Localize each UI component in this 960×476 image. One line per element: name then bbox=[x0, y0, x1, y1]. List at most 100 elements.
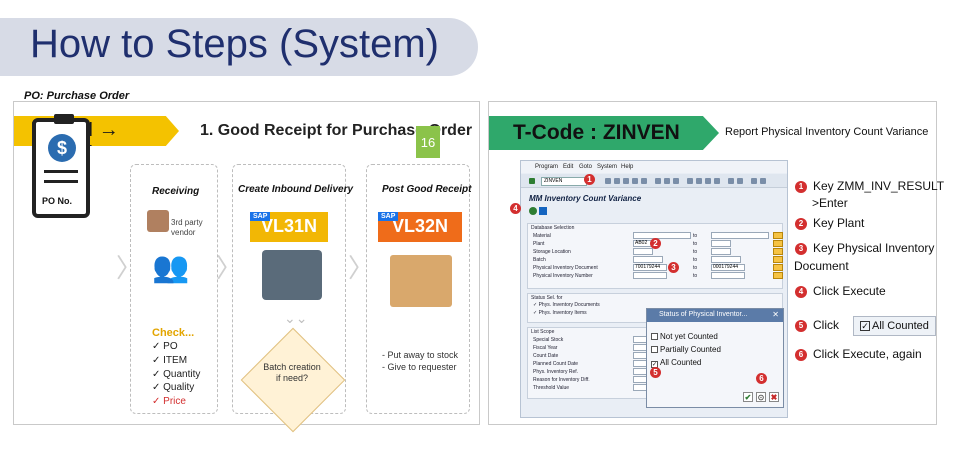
toolbar-icon[interactable] bbox=[605, 178, 611, 184]
toolbar-icon[interactable] bbox=[687, 178, 693, 184]
toolbar-icon[interactable] bbox=[705, 178, 711, 184]
help-icon[interactable] bbox=[751, 178, 757, 184]
to-label: to bbox=[693, 241, 698, 247]
multiple-selection-icon[interactable] bbox=[773, 256, 783, 263]
menu-item[interactable]: Edit bbox=[563, 164, 574, 170]
toolbar-icon[interactable] bbox=[714, 178, 720, 184]
toolbar-icon[interactable] bbox=[696, 178, 702, 184]
toolbar-icon[interactable] bbox=[641, 178, 647, 184]
material-to-input[interactable] bbox=[711, 232, 769, 239]
status-checkbox[interactable]: ✓ Phys. Inventory Documents bbox=[533, 302, 600, 308]
to-label: to bbox=[693, 233, 698, 239]
section-title: List Scope bbox=[531, 329, 555, 335]
menu-item[interactable]: Help bbox=[621, 164, 634, 170]
doc-from-input[interactable]: 700179244 bbox=[633, 264, 667, 271]
menu-item[interactable]: Program bbox=[535, 164, 559, 170]
toolbar-icon[interactable] bbox=[632, 178, 638, 184]
scope-input[interactable] bbox=[633, 352, 647, 359]
toolbar-icon[interactable] bbox=[623, 178, 629, 184]
plant-to-input[interactable] bbox=[711, 240, 731, 247]
execute-icon[interactable] bbox=[529, 207, 537, 215]
confirm-check-icon[interactable]: ✔ bbox=[743, 392, 753, 402]
check-item: ✓ Price bbox=[152, 396, 186, 407]
vl31n-label: VL31N bbox=[260, 216, 318, 236]
toolbar-icon[interactable] bbox=[655, 178, 661, 184]
execute-clock-icon[interactable]: ⊙ bbox=[756, 392, 766, 402]
checkbox[interactable] bbox=[651, 333, 658, 340]
sap-logo-icon: SAP bbox=[378, 212, 399, 221]
vl31n-button[interactable]: SAP VL31N bbox=[250, 212, 328, 242]
multiple-selection-icon[interactable] bbox=[773, 264, 783, 271]
menu-item[interactable]: System bbox=[597, 164, 618, 170]
page-title: How to Steps (System) bbox=[30, 22, 440, 66]
vl32n-button[interactable]: SAP VL32N bbox=[378, 212, 462, 242]
check-item: ✓ Quality bbox=[152, 382, 195, 393]
scope-input[interactable] bbox=[633, 336, 647, 343]
option-all-counted[interactable]: ✓All Counted bbox=[651, 358, 701, 368]
field-label: Batch bbox=[533, 257, 546, 263]
scope-input[interactable] bbox=[633, 360, 647, 367]
batch-to-input[interactable] bbox=[711, 256, 741, 263]
sap-logo-icon: SAP bbox=[250, 212, 271, 221]
po-title: PO: Purchase Order bbox=[24, 90, 130, 102]
sloc-to-input[interactable] bbox=[711, 248, 731, 255]
cancel-x-icon[interactable]: ✖ bbox=[769, 392, 779, 402]
scope-input[interactable] bbox=[633, 376, 647, 383]
multiple-selection-icon[interactable] bbox=[773, 272, 783, 279]
scope-input[interactable] bbox=[633, 384, 647, 391]
field-label: Fiscal Year bbox=[533, 345, 558, 351]
settings-icon[interactable] bbox=[760, 178, 766, 184]
inbound-title: Create Inbound Delivery bbox=[238, 184, 354, 195]
all-counted-label: All Counted bbox=[872, 320, 929, 332]
multiple-selection-icon[interactable] bbox=[773, 248, 783, 255]
option-partially-counted[interactable]: Partially Counted bbox=[651, 345, 721, 354]
step-text: Click Execute, again bbox=[813, 347, 922, 361]
scope-input[interactable] bbox=[633, 344, 647, 351]
option-label: All Counted bbox=[660, 358, 702, 367]
num-from-input[interactable] bbox=[633, 272, 667, 279]
sloc-from-input[interactable] bbox=[633, 248, 653, 255]
to-label: to bbox=[693, 273, 698, 279]
close-icon[interactable]: ✕ bbox=[772, 310, 779, 319]
step-item: Document bbox=[794, 258, 849, 274]
toolbar-icon[interactable] bbox=[673, 178, 679, 184]
receiving-title: Receiving bbox=[152, 186, 200, 197]
info-icon[interactable] bbox=[539, 207, 547, 215]
worker-computer-icon bbox=[262, 250, 322, 300]
multiple-selection-icon[interactable] bbox=[773, 240, 783, 247]
field-label: Special Stock bbox=[533, 337, 564, 343]
num-to-input[interactable] bbox=[711, 272, 745, 279]
toolbar-icon[interactable] bbox=[614, 178, 620, 184]
scope-input[interactable] bbox=[633, 368, 647, 375]
to-label: to bbox=[693, 257, 698, 263]
menu-item[interactable]: Goto bbox=[579, 164, 593, 170]
field-label: Reason for Inventory Diff. bbox=[533, 377, 590, 383]
step-marker: 5 bbox=[650, 367, 661, 378]
step-text: Key ZMM_INV_RESULT bbox=[813, 179, 945, 193]
all-counted-example: ✓All Counted bbox=[853, 316, 936, 336]
step-marker: 6 bbox=[756, 373, 767, 384]
bullet-item: - Put away to stock bbox=[382, 350, 459, 360]
toolbar-icon[interactable] bbox=[728, 178, 734, 184]
clipboard-icon: $ PO No. bbox=[32, 114, 90, 218]
option-not-yet-counted[interactable]: Not yet Counted bbox=[651, 332, 718, 341]
step-text: Document bbox=[794, 259, 849, 273]
checkbox[interactable] bbox=[651, 346, 658, 353]
toolbar-icon[interactable] bbox=[664, 178, 670, 184]
bullet-item: - Give to requester bbox=[382, 362, 457, 372]
material-from-input[interactable] bbox=[633, 232, 691, 239]
tcode-tag: T-Code : ZINVEN bbox=[489, 116, 719, 150]
tcode-field[interactable]: ZINVEN bbox=[541, 177, 587, 186]
field-label: Count Date bbox=[533, 353, 559, 359]
multiple-selection-icon[interactable] bbox=[773, 232, 783, 239]
enter-icon[interactable] bbox=[529, 178, 535, 184]
status-popup: Status of Physical Inventor... ✕ Not yet… bbox=[646, 308, 784, 408]
toolbar-icon[interactable] bbox=[737, 178, 743, 184]
batch-from-input[interactable] bbox=[633, 256, 663, 263]
step-marker: 2 bbox=[650, 238, 661, 249]
status-checkbox[interactable]: ✓ Phys. Inventory Items bbox=[533, 310, 587, 316]
step-number: 4 bbox=[795, 286, 807, 298]
doc-to-input[interactable]: 000179244 bbox=[711, 264, 745, 271]
